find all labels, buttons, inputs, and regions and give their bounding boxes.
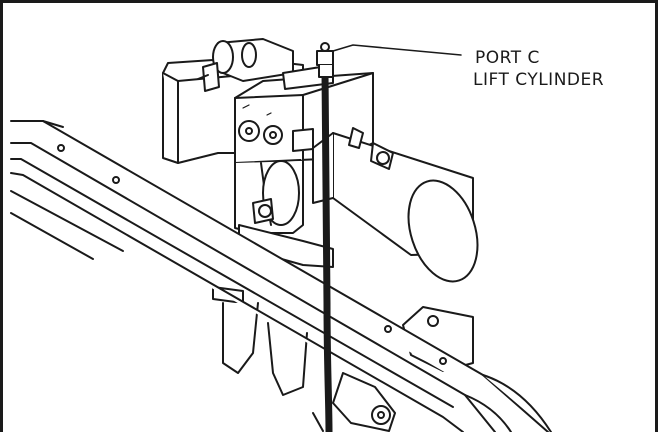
fitting-port-c	[316, 42, 334, 78]
reservoir-cylinder	[312, 127, 479, 283]
line-drawing	[10, 38, 552, 432]
pump-housing	[234, 160, 304, 234]
hydraulic-hose	[321, 69, 333, 432]
port-callout-label: PORT C LIFT CYLINDER	[473, 47, 604, 91]
callout-line-2: LIFT CYLINDER	[473, 70, 605, 90]
frame-rail	[10, 120, 552, 432]
leader-line	[332, 44, 462, 56]
callout-line-1: PORT C	[475, 48, 540, 68]
